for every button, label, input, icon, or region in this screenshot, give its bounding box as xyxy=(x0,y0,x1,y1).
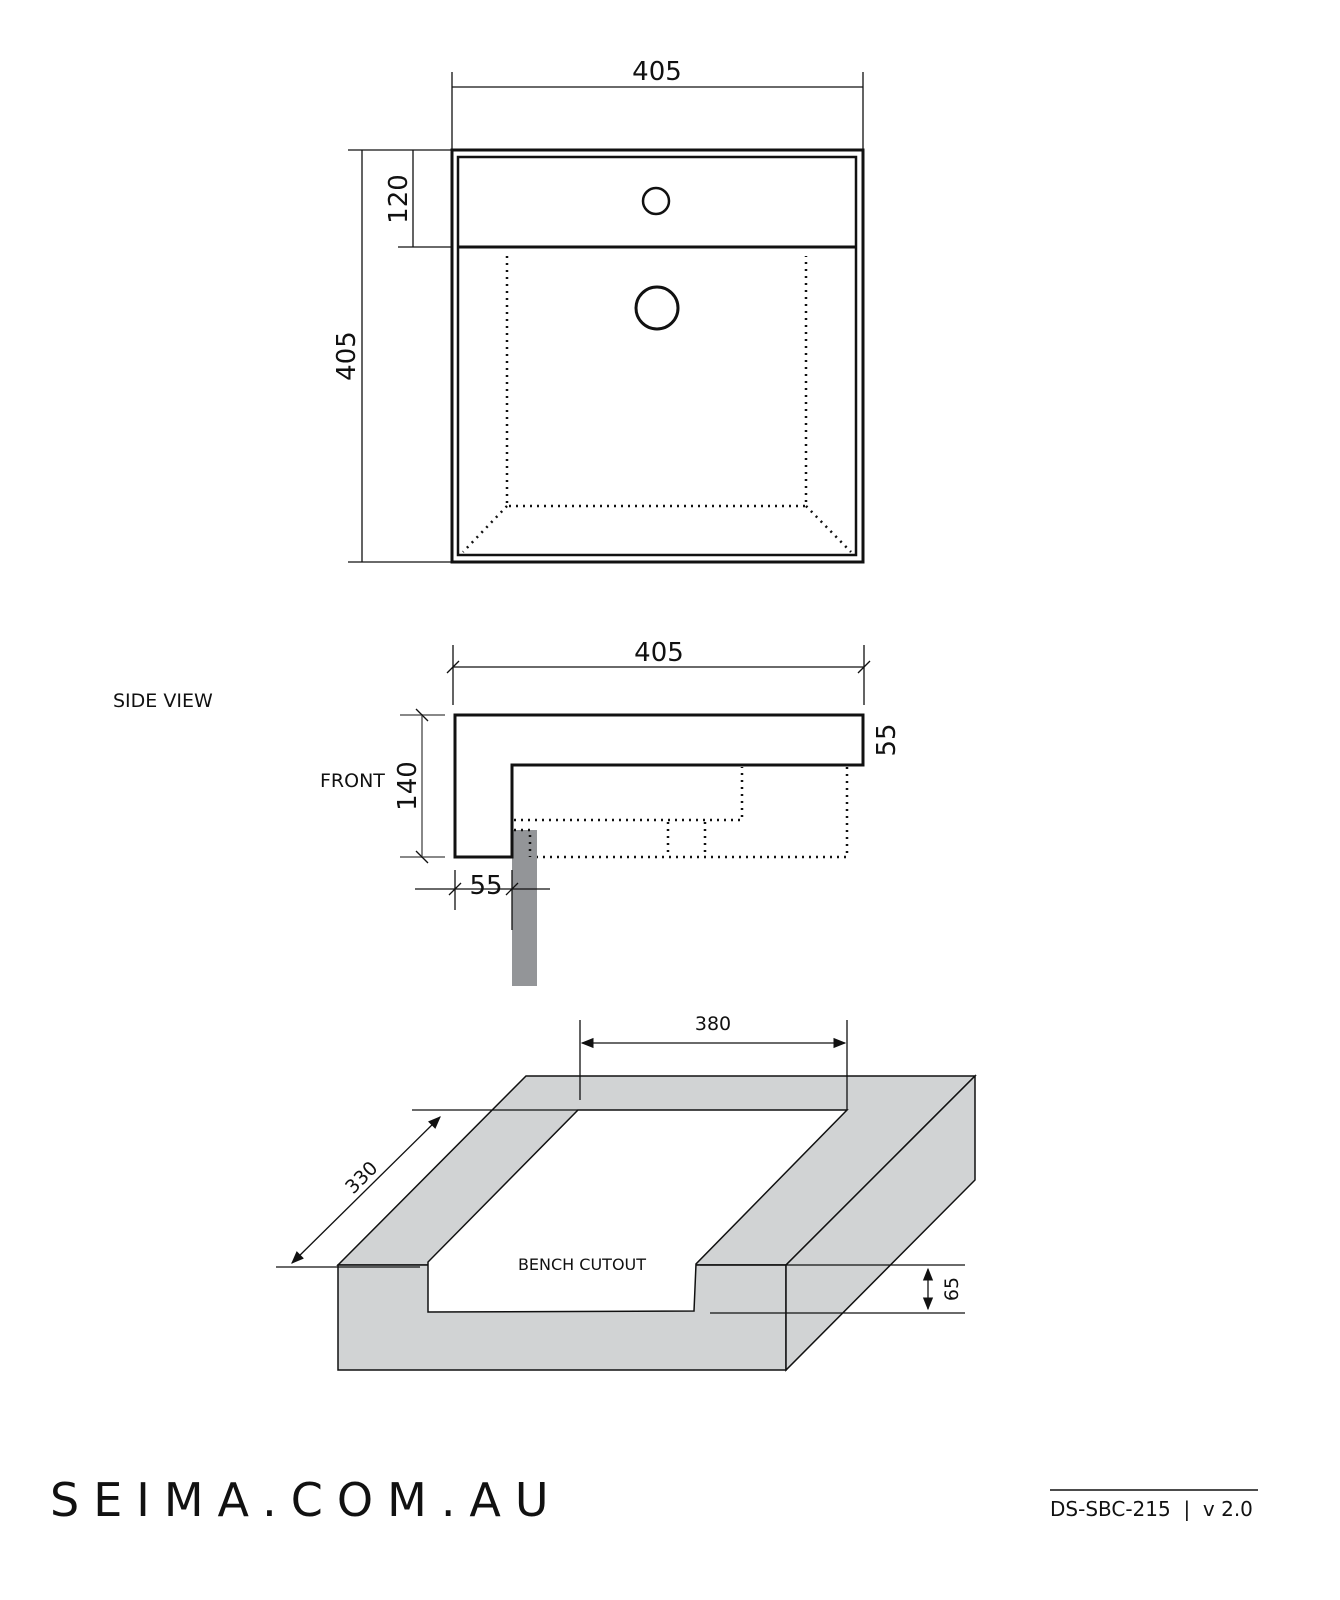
bench-cutout-view: BENCH CUTOUT 380 330 65 xyxy=(276,1013,977,1372)
cutout-width-dimension: 380 xyxy=(695,1013,731,1035)
bowl-hidden-lines xyxy=(514,767,849,859)
top-width-dimension: 405 xyxy=(632,57,682,87)
top-view: 405 405 120 xyxy=(332,57,865,564)
bench-side-face xyxy=(785,1074,976,1372)
cutout-depth-dimension: 330 xyxy=(341,1157,382,1198)
bench-post xyxy=(512,830,537,986)
side-width-dimension: 405 xyxy=(634,638,684,668)
front-label: FRONT xyxy=(320,770,385,792)
top-depth-dimension: 405 xyxy=(332,331,362,381)
waste-hole-icon xyxy=(634,285,680,331)
bench-cutout-label: BENCH CUTOUT xyxy=(518,1255,646,1274)
footer: SEIMA.COM.AU DS-SBC-215 | v 2.0 xyxy=(50,1473,1258,1527)
basin-inner-outline xyxy=(456,155,858,557)
document-code: DS-SBC-215 | v 2.0 xyxy=(1050,1497,1253,1521)
basin-outer-outline xyxy=(450,148,865,564)
rim-thickness-dimension: 55 xyxy=(872,723,902,756)
front-overhang-dimension: 55 xyxy=(469,871,502,901)
side-view-title: SIDE VIEW xyxy=(113,690,213,712)
deck-depth-dimension: 120 xyxy=(384,174,414,224)
side-height-dimension: 140 xyxy=(393,761,423,811)
bowl-hidden-lines xyxy=(462,256,852,553)
side-view: SIDE VIEW FRONT 405 140 55 55 xyxy=(113,638,902,986)
basin-profile xyxy=(453,713,865,859)
brand-url: SEIMA.COM.AU xyxy=(50,1473,563,1527)
tap-hole-icon xyxy=(641,186,671,216)
bench-thickness-dimension: 65 xyxy=(941,1277,963,1301)
